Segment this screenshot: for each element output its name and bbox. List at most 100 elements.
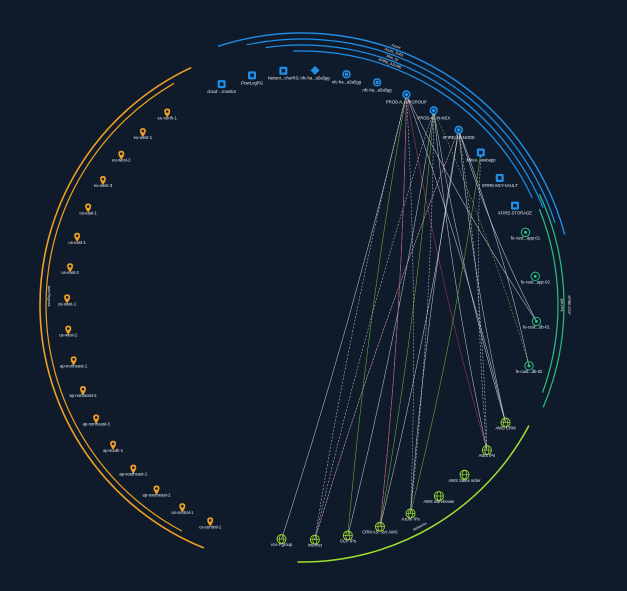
azure-network-icon[interactable] — [454, 125, 463, 135]
azure-node-label: nfc-ha...a5a5gg — [363, 87, 393, 92]
location-pin-icon[interactable] — [179, 503, 186, 513]
location-pin-icon[interactable] — [139, 128, 146, 138]
azure-node-label: nfc-ha...a5a5gg — [332, 79, 362, 84]
aws-region-label: ca-east-1 — [79, 211, 97, 216]
gcp-instance-icon[interactable] — [531, 316, 542, 327]
location-pin-icon[interactable] — [85, 203, 92, 213]
gcp-instance-icon[interactable] — [524, 361, 534, 371]
aws-region-label: ca-central-1 — [199, 524, 222, 529]
aws-region-label: us-east-1 — [68, 240, 86, 245]
azure-resource-icon[interactable] — [248, 71, 257, 80]
net-label: AWS IPs — [479, 453, 496, 458]
globe-icon[interactable] — [433, 491, 444, 501]
gcp-instance-icon[interactable] — [520, 227, 531, 238]
connection-edge[interactable] — [458, 129, 488, 451]
networks-group-label: Networks — [412, 521, 427, 532]
globe-icon[interactable] — [459, 469, 470, 480]
aws-region-label: us-west-2 — [59, 333, 78, 338]
connection-edge[interactable] — [406, 94, 506, 423]
azure-network-icon[interactable] — [429, 106, 438, 115]
azure-node-label: PROD-A...N-NSX — [417, 115, 450, 120]
globe-icon[interactable] — [309, 534, 320, 545]
location-pin-icon[interactable] — [65, 325, 72, 335]
location-pin-icon[interactable] — [118, 150, 125, 160]
azure-node-label: PROD-A...UPGROUP — [386, 99, 427, 104]
azure-node-label: XFIRE-AZ-NODE — [442, 135, 475, 140]
azure-node-label: Networ...cherRG — [268, 76, 299, 81]
azure-resource-icon[interactable] — [476, 148, 485, 157]
connection-edge[interactable] — [433, 110, 506, 423]
globe-icon[interactable] — [276, 534, 287, 545]
gcp-label: fe-cust...db-01 — [523, 324, 550, 329]
graph-nodes: ca-central-1us-central-1ap-southeast-2ap… — [58, 65, 550, 548]
azure-vnet-icon[interactable] — [310, 65, 320, 75]
aws-region-label: ap-southeast-1 — [119, 472, 148, 477]
aws-group-label: aws-Regions — [47, 286, 51, 307]
connection-edge[interactable] — [406, 94, 537, 322]
connection-edge[interactable] — [406, 94, 488, 451]
location-pin-icon[interactable] — [99, 176, 106, 186]
group-labels: aws-RegionsAzureAzure_Sub1Xfire_rgXFIRE_… — [47, 43, 571, 532]
globe-icon[interactable] — [375, 521, 385, 532]
connection-edge[interactable] — [379, 94, 407, 527]
connection-edge[interactable] — [379, 110, 434, 527]
connection-edge[interactable] — [379, 129, 459, 527]
connection-edges — [281, 94, 537, 540]
connection-edge[interactable] — [281, 94, 407, 540]
azure-node-label: XFIRE-STORAGE — [498, 211, 532, 216]
location-pin-icon[interactable] — [67, 263, 74, 273]
azure-node-label: XfireA...webapp — [466, 158, 496, 163]
azure-resource-icon[interactable] — [495, 173, 504, 182]
connection-edge[interactable] — [347, 110, 434, 536]
location-pin-icon[interactable] — [64, 294, 71, 304]
connection-edge[interactable] — [406, 94, 414, 514]
connection-edge[interactable] — [433, 110, 488, 451]
connection-edge[interactable] — [410, 110, 434, 514]
location-pin-icon[interactable] — [164, 108, 171, 118]
aws-region-label: us-central-1 — [171, 510, 194, 515]
azure-node-label: FlowLogRG — [241, 80, 263, 85]
azure-network-icon[interactable] — [372, 78, 382, 87]
location-pin-icon[interactable] — [70, 356, 77, 366]
azure-arc-4 — [293, 50, 533, 198]
globe-icon[interactable] — [500, 417, 511, 428]
gcp-instance-icon[interactable] — [530, 271, 540, 282]
location-pin-icon[interactable] — [93, 414, 100, 424]
azure-node-label: cloud-...monitor — [207, 89, 236, 94]
azure-resource-icon[interactable] — [510, 201, 519, 210]
azure-node-label: nfc-ha...a5a5gg — [300, 75, 330, 80]
connection-edge[interactable] — [458, 129, 506, 423]
location-pin-icon[interactable] — [74, 232, 81, 242]
connection-edge[interactable] — [314, 110, 434, 540]
connection-edge[interactable] — [314, 129, 459, 540]
globe-icon[interactable] — [481, 445, 492, 456]
connection-edge[interactable] — [433, 110, 530, 366]
location-pin-icon[interactable] — [130, 464, 137, 474]
connection-edge[interactable] — [458, 129, 530, 366]
aws-region-label: eu-west-2 — [112, 158, 131, 163]
location-pin-icon[interactable] — [110, 440, 117, 450]
connection-edge[interactable] — [410, 152, 482, 514]
connection-edge[interactable] — [410, 129, 459, 514]
azure-arc-1 — [217, 32, 566, 235]
azure-resource-icon[interactable] — [217, 80, 226, 89]
gcp-label: fe-cust...db-02 — [516, 369, 543, 374]
connection-edge[interactable] — [379, 94, 407, 527]
location-pin-icon[interactable] — [207, 517, 214, 527]
aws-region-label: eu-west-3 — [94, 183, 113, 188]
azure-node-label: XFIRE-KEY-VAULT — [482, 183, 518, 188]
aws-region-label: ap-northeast-2 — [69, 393, 97, 398]
azure-resource-icon[interactable] — [279, 66, 288, 75]
connection-edge[interactable] — [458, 129, 537, 322]
azure-network-icon[interactable] — [402, 90, 411, 99]
connection-edge[interactable] — [314, 129, 459, 540]
location-pin-icon[interactable] — [79, 386, 86, 396]
azure-network-icon[interactable] — [342, 70, 351, 79]
location-pin-icon[interactable] — [153, 485, 160, 495]
connection-edge[interactable] — [314, 94, 407, 540]
globe-icon[interactable] — [405, 508, 416, 519]
net-label: AWS CRM — [495, 426, 516, 431]
networks-arc — [297, 425, 530, 563]
globe-icon[interactable] — [342, 530, 353, 541]
